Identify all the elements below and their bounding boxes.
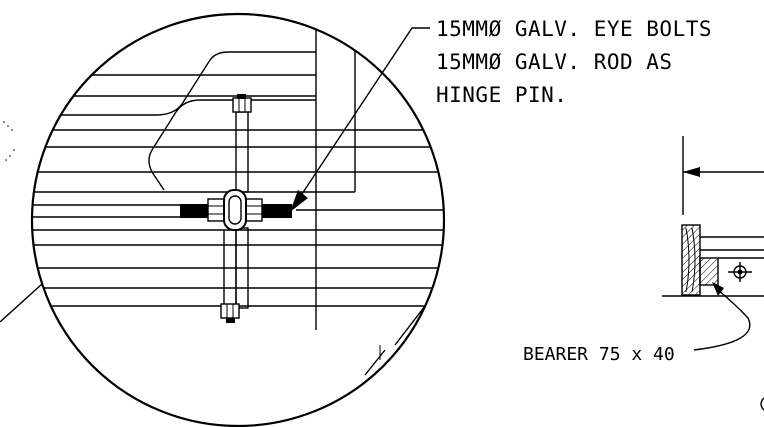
note-leader	[290, 27, 430, 212]
bearer-label: BEARER 75 x 40	[523, 344, 675, 365]
detail-leader-line	[0, 283, 43, 323]
detail-contents	[32, 14, 444, 376]
stray-marks	[3, 121, 15, 161]
note-line-1: 15MMØ GALV. EYE BOLTS	[436, 17, 712, 41]
hinge-pin-assembly	[180, 189, 292, 231]
note-line-2: 15MMØ GALV. ROD AS	[436, 50, 673, 74]
note-text-block: 15MMØ GALV. EYE BOLTS 15MMØ GALV. ROD AS…	[436, 17, 712, 107]
note-line-3: HINGE PIN.	[436, 83, 567, 107]
detail-circle	[30, 12, 446, 427]
section-view: BEARER 75 x 40	[523, 136, 764, 411]
